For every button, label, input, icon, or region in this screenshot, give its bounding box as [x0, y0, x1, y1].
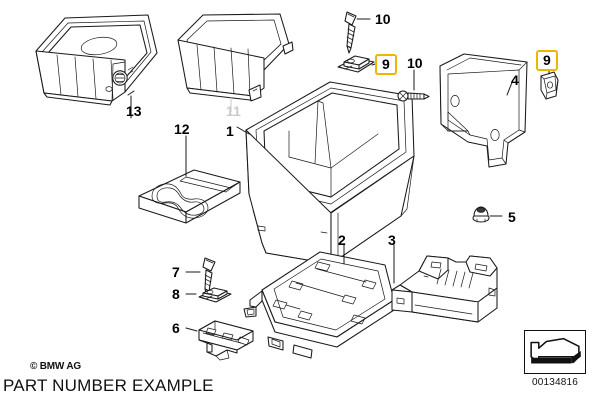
callout-label-2: 2	[338, 232, 346, 248]
callout-label-10-mid: 10	[407, 55, 423, 71]
orientation-thumbnail	[524, 330, 586, 374]
part-4-rear-trim-panel	[439, 53, 528, 168]
callout-label-1: 1	[226, 123, 234, 139]
callout-label-8: 8	[172, 286, 180, 302]
part-8-clip-nut	[185, 287, 232, 303]
callout-label-13: 13	[126, 103, 142, 119]
part-10b-screw	[397, 69, 430, 102]
callout-label-12: 12	[174, 121, 190, 137]
callout-label-7: 7	[172, 264, 180, 280]
part-9a-clip-nut	[337, 55, 383, 73]
diagram-id: 00134816	[531, 377, 579, 388]
part-13-storage-compartment	[35, 14, 158, 119]
callout-label-4: 4	[511, 72, 519, 88]
callout-label-5: 5	[508, 209, 516, 225]
part-12-cup-holder-insert	[138, 135, 241, 224]
page-caption: PART NUMBER EXAMPLE	[3, 376, 214, 395]
callout-label-9-highlighted-centre: 9	[375, 54, 397, 75]
callout-label-3: 3	[388, 232, 396, 248]
part-6-retaining-rail	[185, 320, 254, 361]
callout-label-11: 11	[226, 103, 241, 119]
part-10a-screw	[344, 11, 371, 54]
callout-label-9-highlighted-right: 9	[536, 50, 558, 71]
part-9b-clip-nut	[540, 65, 559, 100]
part-3-mounting-bracket	[391, 244, 498, 323]
part-1-console-storage-box	[236, 81, 415, 265]
part-5-expanding-nut	[472, 206, 503, 223]
callout-label-10-top: 10	[375, 11, 391, 27]
part-2-base-carrier	[243, 244, 395, 359]
part-11-storage-tray	[177, 13, 294, 113]
orientation-arrow-icon	[530, 337, 581, 364]
callout-label-6: 6	[172, 320, 180, 336]
bmw-copyright: © BMW AG	[30, 361, 81, 372]
